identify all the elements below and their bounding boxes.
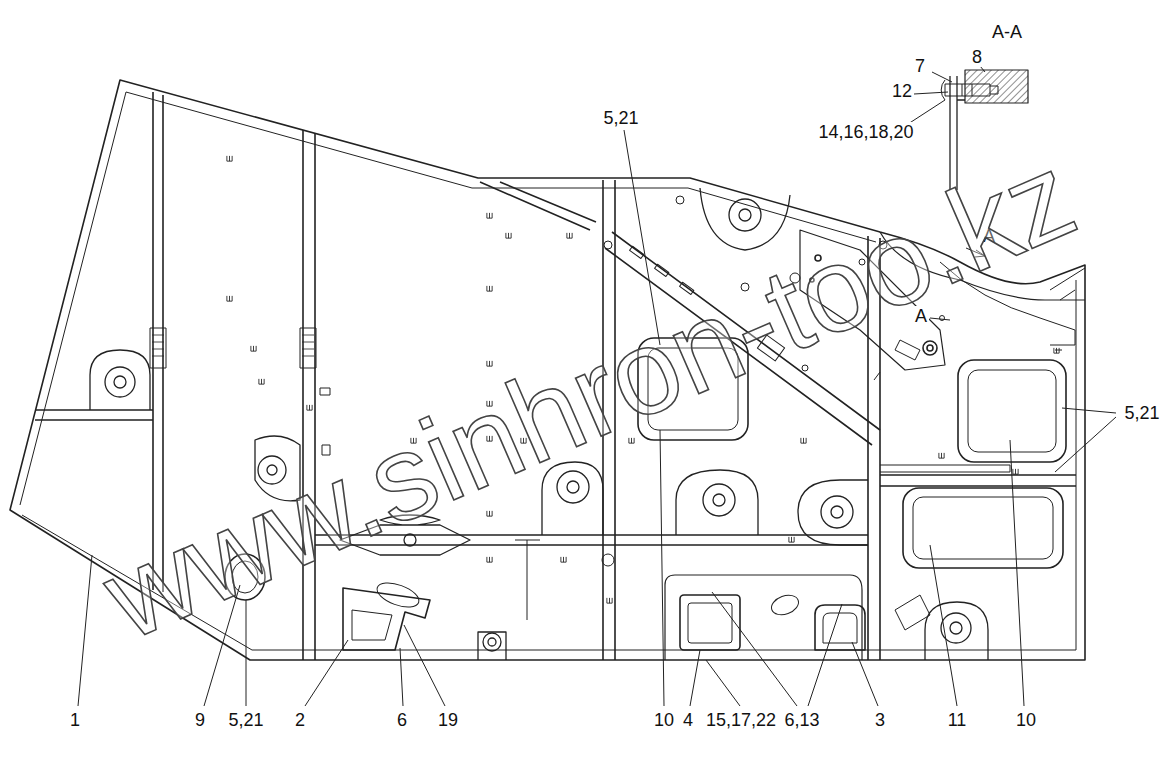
callout-number: 9 (193, 710, 207, 730)
callout-number: 10 (1014, 710, 1038, 730)
callout-number: 12 (890, 81, 914, 101)
callout-number: 1 (68, 710, 82, 730)
callout-number: 6 (395, 710, 409, 730)
callout-number: 10 (652, 710, 676, 730)
callout-number: 7 (913, 56, 927, 76)
callout-number: 19 (436, 710, 460, 730)
callout-number: 5,21 (1122, 403, 1161, 423)
callout-number: 5,21 (226, 710, 265, 730)
callout-number: 5,21 (601, 108, 640, 128)
callout-number: 11 (946, 710, 969, 730)
callout-number: A-A (990, 22, 1024, 42)
callout-number: 2 (293, 710, 307, 730)
callout-number: 15,17,22 (704, 710, 778, 730)
callout-number: 6,13 (782, 710, 821, 730)
callout-number: 14,16,18,20 (816, 122, 915, 142)
watermark: www.sinhron-too.kz (88, 133, 1090, 658)
callout-number: 4 (681, 710, 695, 730)
callout-number: 3 (873, 710, 887, 730)
callout-number: 8 (970, 47, 984, 67)
